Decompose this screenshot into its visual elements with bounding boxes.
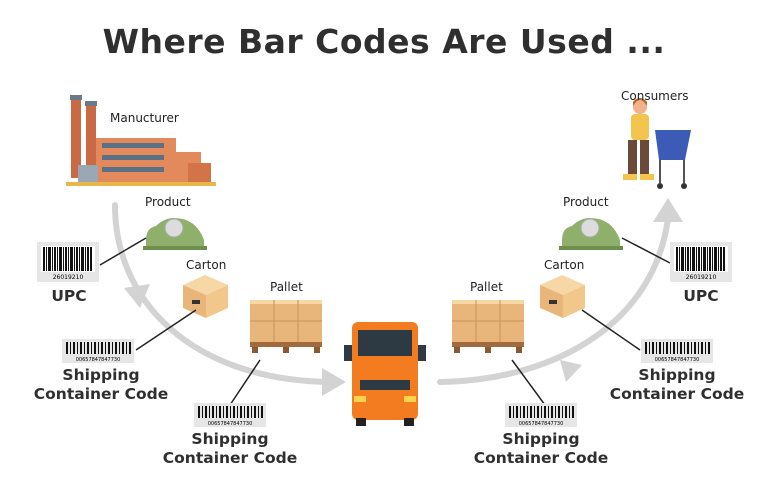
- barcode-upc-right: [670, 242, 732, 282]
- scc-number-carton-left: 00657847847730: [76, 357, 121, 363]
- upc-number-right: 26019210: [686, 274, 717, 281]
- scc-number-pallet-left: 00657847847730: [208, 421, 253, 427]
- barcode-scc-carton-right: [641, 339, 713, 363]
- consumers-label: Consumers: [621, 89, 689, 103]
- shipping-line2: Container Code: [162, 449, 298, 467]
- arrowhead-right: [653, 198, 683, 222]
- flow-arrow-right: [437, 215, 671, 385]
- connector-lines: [99, 237, 671, 406]
- shipping-code-carton-left: Shipping Container Code: [28, 366, 174, 404]
- carton-left-label: Carton: [186, 258, 227, 272]
- pallet-left-label: Pallet: [270, 280, 303, 294]
- barcode-scc-carton-left: [62, 339, 134, 363]
- upc-right-label: UPC: [683, 287, 719, 305]
- arrowhead-mid-right: [560, 360, 582, 382]
- shipping-line1: Shipping: [502, 430, 580, 448]
- product-left-icon: [143, 218, 207, 250]
- barcode-upc-left: [37, 242, 99, 282]
- upc-number-left: 26019210: [53, 274, 84, 281]
- shipping-code-carton-right: Shipping Container Code: [604, 366, 750, 404]
- pallet-right-icon: [452, 300, 524, 353]
- product-left-label: Product: [145, 195, 191, 209]
- shipping-line2: Container Code: [609, 385, 745, 403]
- barcode-scc-pallet-left: [194, 403, 266, 427]
- carton-left-icon: [183, 275, 228, 318]
- pallet-right-label: Pallet: [470, 280, 503, 294]
- carton-right-label: Carton: [544, 258, 585, 272]
- arrowhead-mid-left: [124, 284, 150, 308]
- shipping-line2: Container Code: [473, 449, 609, 467]
- factory-icon: [66, 95, 216, 186]
- shipping-line1: Shipping: [638, 366, 716, 384]
- arrowhead-left: [322, 368, 346, 396]
- shipping-line2: Container Code: [33, 385, 169, 403]
- upc-left-label: UPC: [51, 287, 87, 305]
- page-title: Where Bar Codes Are Used ...: [102, 22, 666, 61]
- shipping-line1: Shipping: [191, 430, 269, 448]
- product-right-icon: [559, 218, 623, 250]
- flow-arrow-left: [112, 202, 333, 385]
- scc-number-carton-right: 00657847847730: [655, 357, 700, 363]
- manufacturer-label: Manucturer: [110, 111, 179, 125]
- pallet-left-icon: [250, 300, 322, 353]
- shipping-line1: Shipping: [62, 366, 140, 384]
- carton-right-icon: [540, 275, 585, 318]
- product-right-label: Product: [563, 195, 609, 209]
- shipping-code-pallet-left: Shipping Container Code: [157, 430, 303, 468]
- barcode-scc-pallet-right: [505, 403, 577, 427]
- shipping-code-pallet-right: Shipping Container Code: [468, 430, 614, 468]
- truck-icon: [344, 322, 426, 426]
- scc-number-pallet-right: 00657847847730: [519, 421, 564, 427]
- consumer-icon: [623, 98, 691, 189]
